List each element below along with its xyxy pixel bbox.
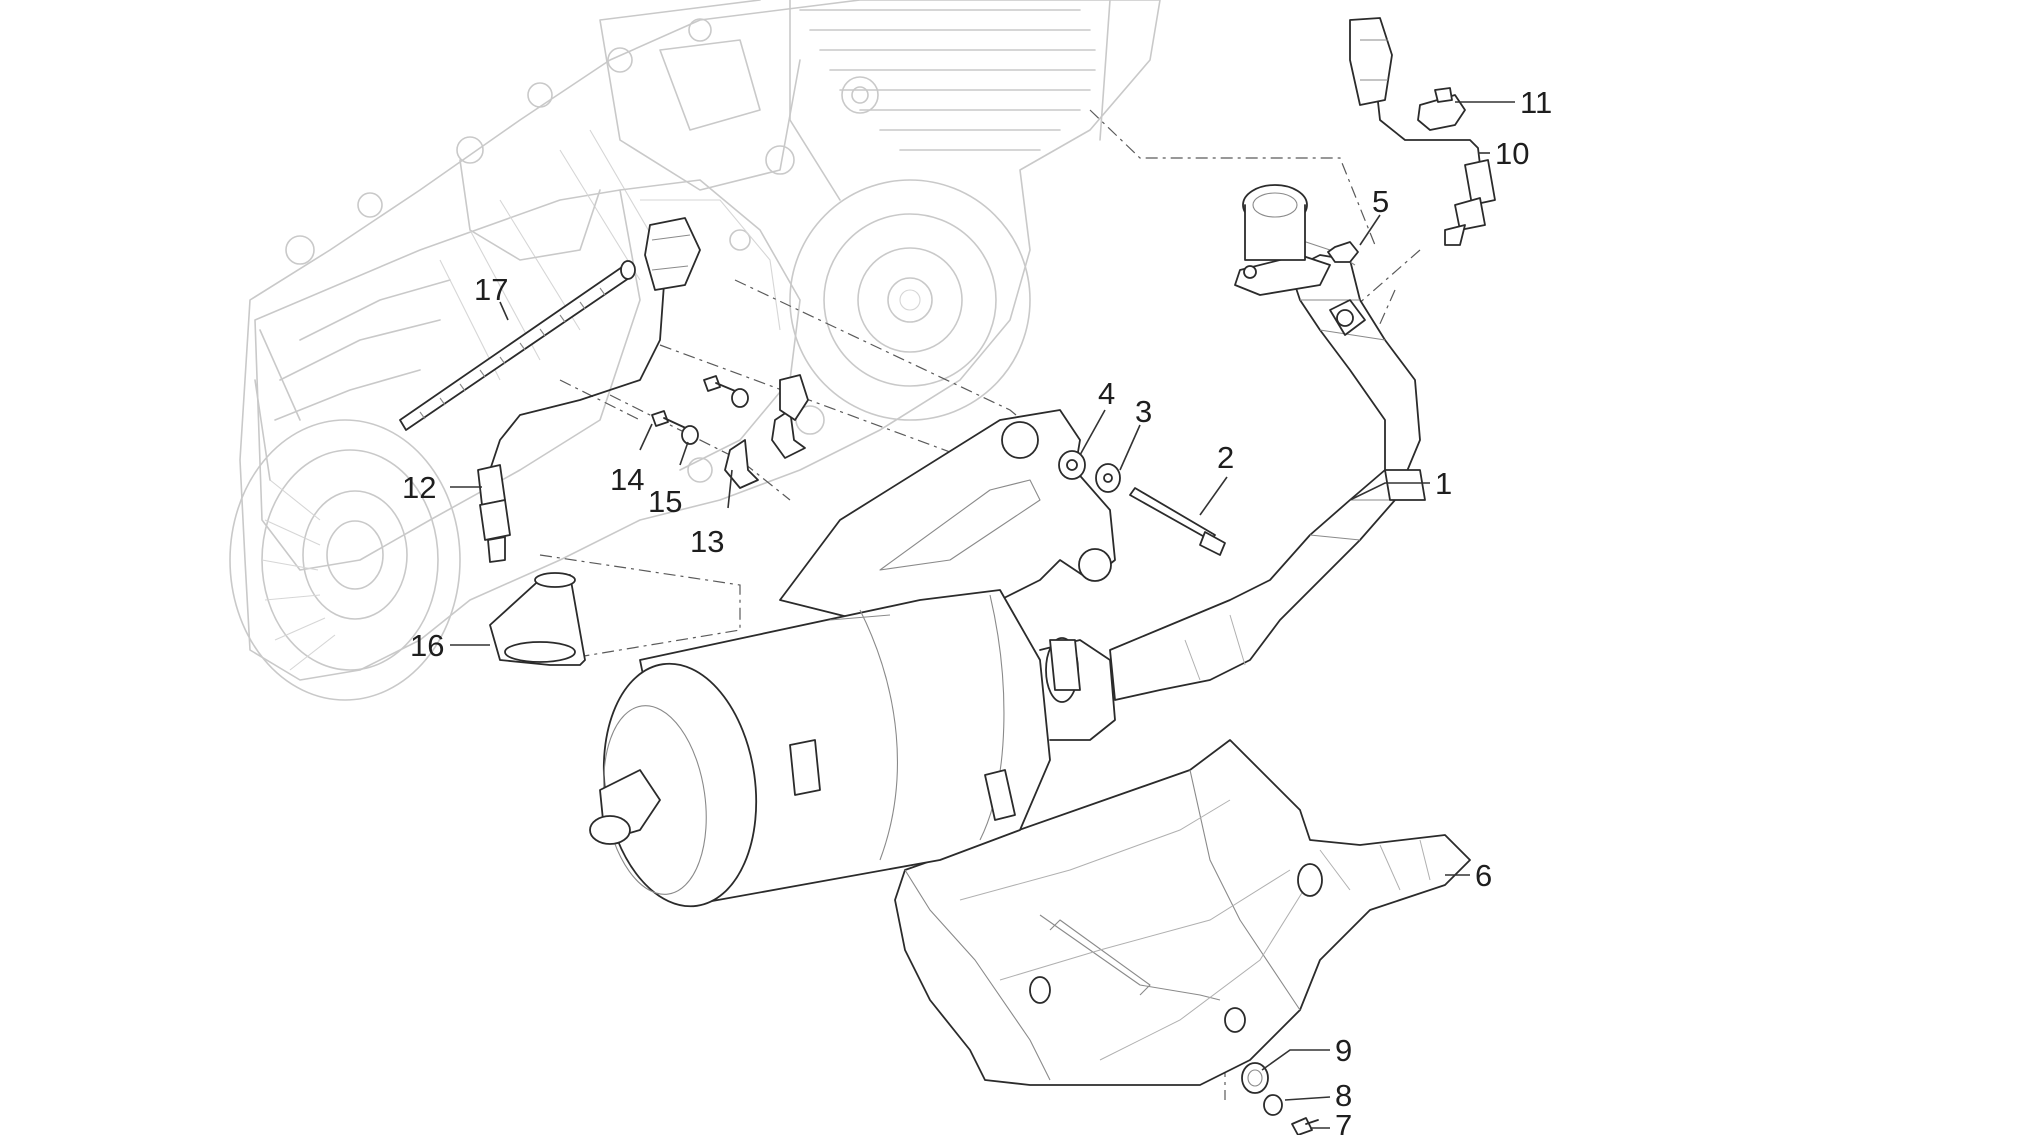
callout-11: 11 [1520, 85, 1552, 120]
callout-9: 9 [1335, 1033, 1352, 1068]
callout-2: 2 [1217, 440, 1234, 475]
callout-1: 1 [1435, 466, 1452, 501]
engine-ghost-outline [229, 0, 1161, 701]
part-exhaust-pipe [1109, 184, 1426, 701]
part-heat-shield [894, 739, 1471, 1086]
callout-3: 3 [1135, 394, 1152, 429]
callout-7: 7 [1335, 1108, 1352, 1135]
callout-6: 6 [1475, 858, 1492, 893]
callout-4: 4 [1098, 376, 1115, 411]
part-muffler [589, 409, 1116, 908]
callouts: 1 2 3 4 5 6 7 8 9 10 11 12 13 14 15 16 1… [402, 85, 1552, 1135]
callout-8: 8 [1335, 1078, 1352, 1113]
callout-13: 13 [690, 524, 724, 559]
hardware-parts [651, 241, 1359, 1135]
callout-12: 12 [402, 470, 436, 505]
callout-16: 16 [410, 628, 444, 663]
leader-lines [450, 101, 1515, 1129]
callout-17: 17 [474, 272, 508, 307]
callout-15: 15 [648, 484, 682, 519]
callout-10: 10 [1495, 136, 1529, 171]
callout-5: 5 [1372, 184, 1389, 219]
callout-14: 14 [610, 462, 644, 497]
sensor-parts [399, 17, 1496, 666]
